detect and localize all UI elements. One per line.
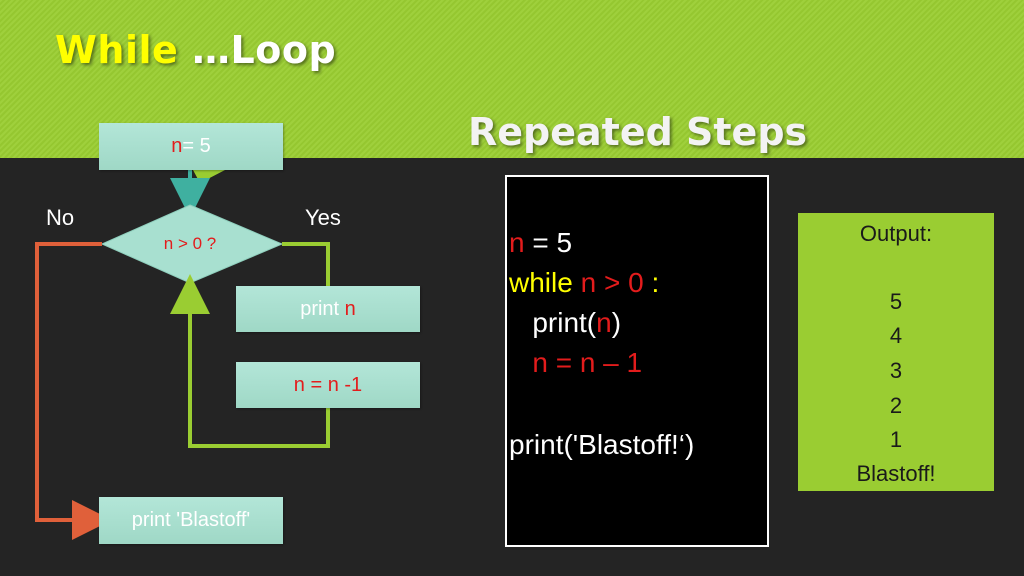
title-keyword: While — [55, 28, 179, 72]
start-var: n — [171, 135, 183, 157]
code-line-2: while n > 0 : — [509, 267, 659, 299]
slide-subtitle: Repeated Steps — [468, 110, 808, 154]
code-print-open: print( — [509, 307, 597, 338]
no-branch-arrow — [35, 242, 112, 540]
start-box: n = 5 — [99, 123, 283, 170]
code-line-1: n = 5 — [509, 227, 572, 259]
output-line: Blastoff! — [856, 461, 936, 486]
code-line-3: print(n) — [509, 307, 621, 339]
code-while-keyword: while — [509, 267, 573, 298]
output-line: 4 — [889, 323, 903, 348]
slide-title: While …Loop — [55, 28, 336, 72]
yes-branch-line — [282, 242, 330, 296]
yes-label: Yes — [305, 205, 341, 230]
code-print-close: ) — [611, 307, 622, 338]
title-rest: …Loop — [178, 28, 337, 72]
code-line-4: n = n – 1 — [509, 347, 643, 378]
code-colon: : — [651, 267, 660, 298]
loop-back-arrow — [170, 274, 330, 448]
code-var: n — [509, 227, 525, 258]
output-line: 2 — [889, 393, 903, 418]
no-label: No — [46, 205, 75, 230]
code-assign: = 5 — [524, 227, 573, 258]
print-n-box: print n — [236, 286, 420, 332]
start-rest: = 5 — [182, 135, 211, 157]
code-panel: n = 5 while n > 0 : print(n) n = n – 1 p… — [505, 175, 769, 547]
code-line-5: print('Blastoff!‘) — [509, 429, 695, 460]
output-line: 1 — [889, 427, 903, 452]
output-line: 5 — [889, 289, 903, 314]
print-prefix: print — [300, 297, 345, 320]
print-var: n — [344, 297, 356, 320]
blastoff-label: print 'Blastoff' — [131, 509, 251, 531]
output-panel: Output: 5 4 3 2 1 Blastoff! — [798, 213, 994, 491]
blastoff-box: print 'Blastoff' — [99, 497, 283, 544]
condition-label: n > 0 ? — [163, 234, 217, 253]
start-box-accent — [193, 170, 225, 183]
decrement-box: n = n -1 — [236, 362, 420, 408]
code-condition: n > 0 — [572, 267, 652, 298]
code-print-var: n — [596, 307, 612, 338]
decrement-label: n = n -1 — [293, 373, 363, 396]
output-line: 3 — [889, 358, 903, 383]
output-heading: Output: — [859, 221, 933, 246]
